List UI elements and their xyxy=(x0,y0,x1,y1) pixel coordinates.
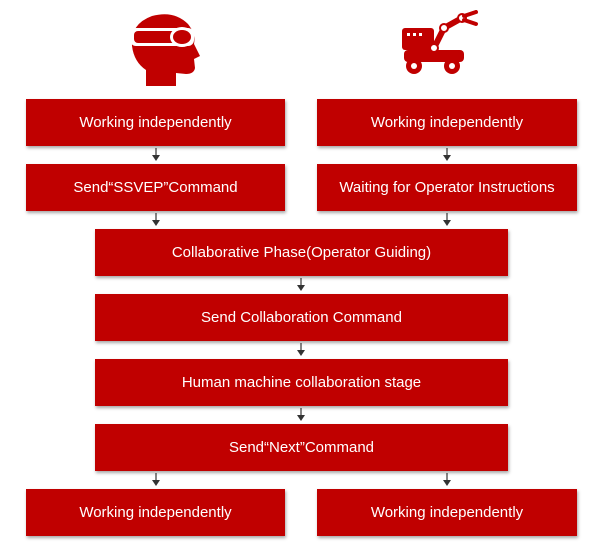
arrow-down-icon xyxy=(152,473,160,486)
send-ssvep-command-box: Send“SSVEP”Command xyxy=(26,164,285,211)
send-collaboration-command-box: Send Collaboration Command xyxy=(95,294,508,341)
waiting-operator-box: Waiting for Operator Instructions xyxy=(317,164,577,211)
arrow-down-icon xyxy=(443,213,451,226)
left-end-box: Working independently xyxy=(26,489,285,536)
vr-headset-head-icon xyxy=(130,14,200,87)
arrow-down-icon xyxy=(297,278,305,291)
right-start-box: Working independently xyxy=(317,99,577,146)
send-next-command-box: Send“Next”Command xyxy=(95,424,508,471)
arrow-down-icon xyxy=(443,473,451,486)
arrow-down-icon xyxy=(443,148,451,161)
right-end-box: Working independently xyxy=(317,489,577,536)
arrow-down-icon xyxy=(152,148,160,161)
arrow-down-icon xyxy=(297,408,305,421)
robotic-arm-vehicle-icon xyxy=(402,10,478,74)
arrow-down-icon xyxy=(297,343,305,356)
collaborative-phase-box: Collaborative Phase(Operator Guiding) xyxy=(95,229,508,276)
left-start-box: Working independently xyxy=(26,99,285,146)
human-machine-stage-box: Human machine collaboration stage xyxy=(95,359,508,406)
arrow-down-icon xyxy=(152,213,160,226)
